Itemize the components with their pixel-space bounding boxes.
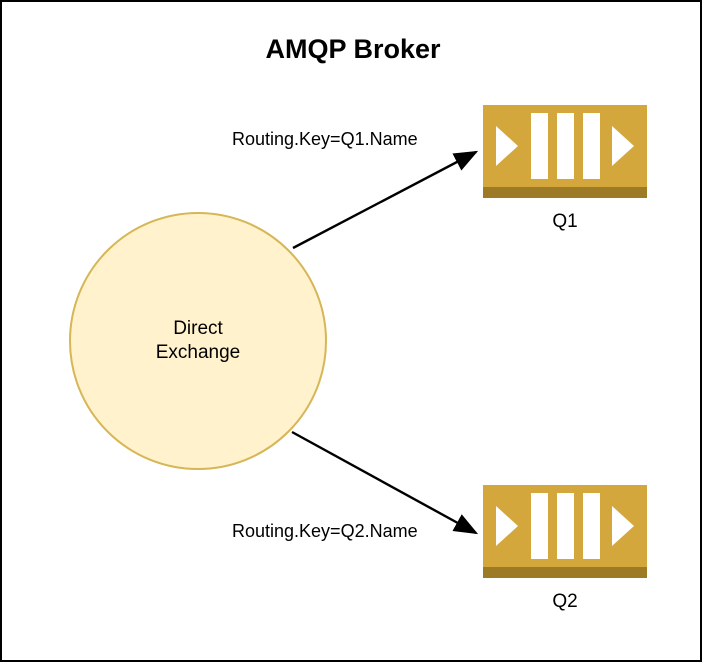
- queue-base-stripe: [483, 187, 647, 198]
- queue-message-bar: [531, 493, 548, 559]
- queue-message-bar: [583, 493, 600, 559]
- direct-exchange-node[interactable]: Direct Exchange: [69, 212, 327, 470]
- play-triangle-icon-left: [496, 506, 518, 546]
- page-title: AMQP Broker: [265, 34, 441, 64]
- edge-label-routing-key-q2: Routing.Key=Q2.Name: [230, 520, 420, 543]
- queue-message-bar: [557, 113, 574, 179]
- exchange-label-line-1: Direct: [173, 318, 223, 339]
- queue-caption-q2: Q2: [552, 591, 578, 612]
- queue-caption-q1: Q1: [552, 211, 578, 232]
- play-triangle-icon-left: [496, 126, 518, 166]
- connector-exchange-to-q2: [291, 430, 479, 535]
- queue-node-q1[interactable]: [483, 105, 647, 198]
- exchange-label-line-2: Exchange: [155, 342, 241, 363]
- connector-exchange-to-q1: [292, 150, 479, 250]
- queue-message-bar: [583, 113, 600, 179]
- play-triangle-icon-right: [612, 126, 634, 166]
- edge-label-routing-key-q1: Routing.Key=Q1.Name: [230, 128, 420, 151]
- queue-node-q2[interactable]: [483, 485, 647, 578]
- play-triangle-icon-right: [612, 506, 634, 546]
- queue-icon: [483, 485, 647, 567]
- queue-icon: [483, 105, 647, 187]
- queue-message-bar: [531, 113, 548, 179]
- queue-base-stripe: [483, 567, 647, 578]
- queue-message-bar: [557, 493, 574, 559]
